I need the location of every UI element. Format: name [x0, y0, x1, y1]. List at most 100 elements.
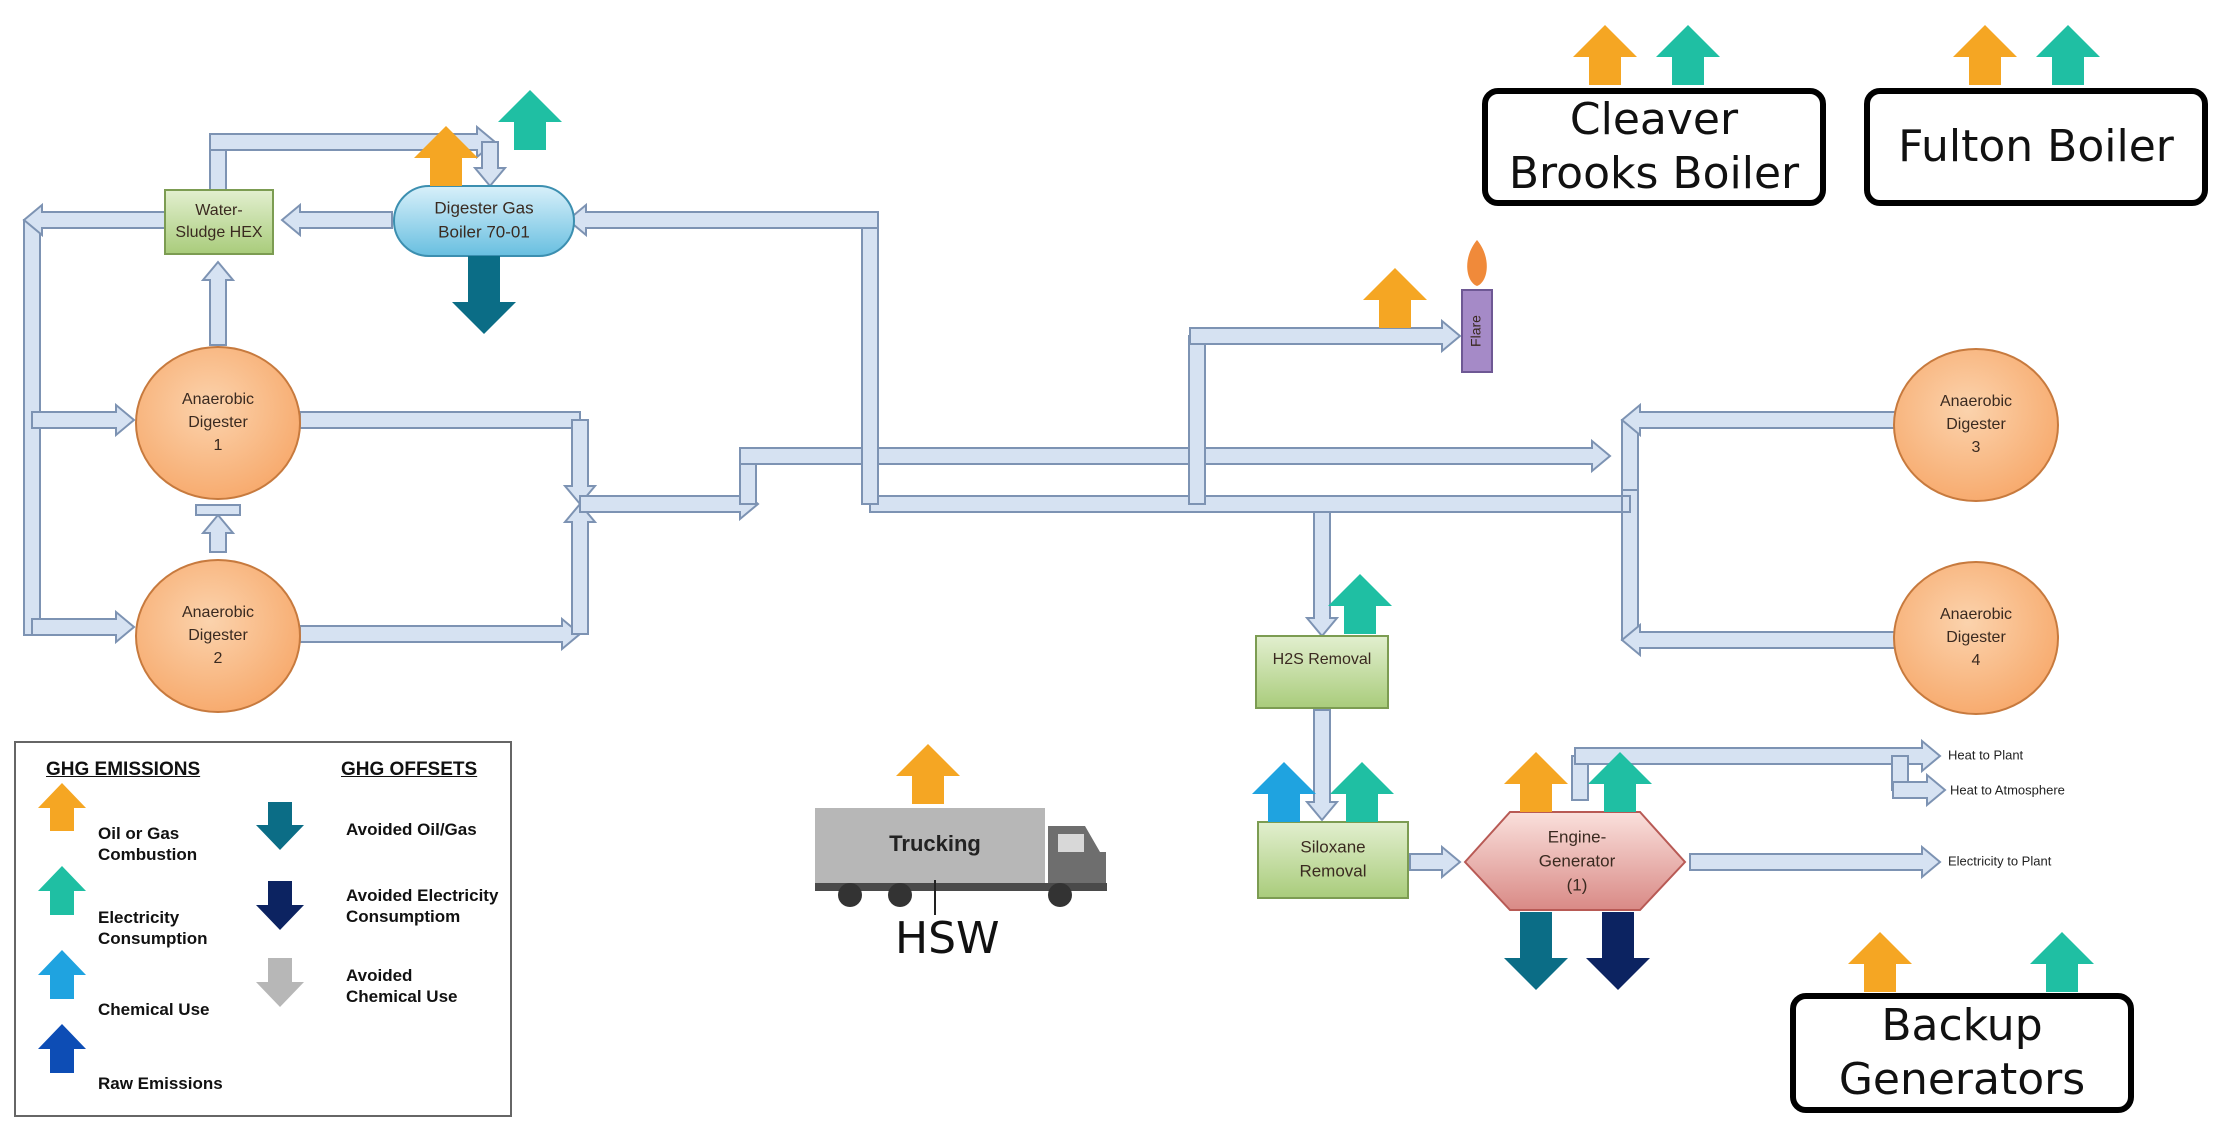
pipe-heat-to-plant	[1574, 738, 1942, 774]
engine-avoided-electricity-arrow	[1586, 912, 1650, 990]
legend-chemical-arrow	[38, 950, 86, 999]
water-sludge-hex	[164, 189, 274, 255]
pipe-to-h2s	[1304, 511, 1340, 638]
truck-wheel	[888, 883, 912, 907]
engine-generator	[1463, 811, 1687, 911]
flare	[1461, 289, 1493, 373]
legend-avoided-oil-gas-text: Avoided Oil/Gas	[346, 820, 477, 839]
cleaver-brooks-boiler-label: Cleaver Brooks Boiler	[1508, 94, 1800, 199]
h2s-removal	[1255, 635, 1389, 709]
legend-avoided-electricity-arrow	[256, 881, 304, 930]
pipe-return-up	[861, 219, 879, 505]
siloxane-electricity-arrow	[1330, 762, 1394, 822]
pipe-hex-to-left	[22, 202, 171, 238]
legend-avoided-chemical-arrow	[256, 958, 304, 1007]
engine-avoided-oil-gas-arrow	[1504, 912, 1568, 990]
truck-wheel	[838, 883, 862, 907]
truck-wheel	[1048, 883, 1072, 907]
legend-oil-gas-text: Oil or Gas Combustion	[98, 824, 198, 864]
fulton-boiler-box: Fulton Boiler	[1864, 88, 2208, 206]
trucking-label: Trucking	[889, 831, 981, 856]
legend-avoided-chemical-text: Avoided Chemical Use	[346, 966, 458, 1006]
fulton-electricity-arrow	[2036, 25, 2100, 85]
pipe-siloxane-to-engine	[1409, 844, 1462, 880]
backup-generators-box: Backup Generators	[1790, 993, 2134, 1113]
heat-to-atmosphere-label: Heat to Atmosphere	[1950, 782, 2065, 797]
engine-electricity-arrow	[1588, 752, 1652, 812]
legend-offsets-title: GHG OFFSETS	[341, 759, 478, 780]
legend-arrows	[38, 783, 304, 1073]
truck-window	[1058, 834, 1084, 852]
backup-electricity-arrow	[2030, 932, 2094, 992]
pipe-cap	[195, 504, 241, 516]
pipe-ad1-to-hex	[200, 260, 236, 346]
pipe-junction-right	[579, 486, 760, 522]
flare-flame-icon	[1467, 240, 1487, 286]
legend: GHG EMISSIONS GHG OFFSETS Oil or Gas Com…	[14, 741, 512, 1117]
boiler-oil-gas-arrow	[414, 126, 478, 186]
pipe-main-to-ad3	[739, 438, 1612, 474]
siloxane-removal	[1257, 821, 1409, 899]
anaerobic-digester-2	[135, 559, 301, 713]
pipe-top-down	[472, 141, 508, 188]
pipe-ad1-out	[299, 411, 581, 429]
engine-generator-label: Engine-Generator(1)	[1539, 827, 1616, 894]
heat-to-plant-label: Heat to Plant	[1948, 747, 2024, 762]
legend-electricity-text: Electricity Consumption	[98, 908, 208, 948]
legend-raw-text: Raw Emissions	[98, 1074, 223, 1093]
pipe-junction-down	[562, 419, 598, 506]
siloxane-chemical-arrow	[1252, 762, 1316, 822]
legend-emissions-title: GHG EMISSIONS	[46, 759, 201, 780]
boiler-electricity-arrow	[498, 90, 562, 150]
pipe-left-to-ad1	[31, 402, 136, 438]
engine-oil-gas-arrow	[1504, 752, 1568, 812]
truck-icon: Trucking	[815, 808, 1107, 915]
water-sludge-hex-label: Water-Sludge HEX	[175, 202, 262, 241]
pipe-ad4-in	[1620, 622, 1901, 658]
truck-chassis	[815, 883, 1107, 891]
pipe-h2s-to-siloxane	[1304, 709, 1340, 822]
legend-oil-gas-arrow	[38, 783, 86, 831]
legend-raw-arrow	[38, 1024, 86, 1073]
cleaver-oil-gas-arrow	[1573, 25, 1637, 85]
legend-electricity-arrow	[38, 866, 86, 915]
h2s-electricity-arrow	[1328, 574, 1392, 634]
backup-oil-gas-arrow	[1848, 932, 1912, 992]
ghg-arrows-group	[414, 25, 2100, 992]
cleaver-brooks-boiler-box: Cleaver Brooks Boiler	[1482, 88, 1826, 206]
h2s-removal-label: H2S Removal	[1273, 651, 1372, 668]
flare-label: Flare	[1468, 315, 1484, 347]
fulton-oil-gas-arrow	[1953, 25, 2017, 85]
electricity-to-plant-label: Electricity to Plant	[1948, 853, 2052, 868]
cleaver-electricity-arrow	[1656, 25, 1720, 85]
legend-chemical-text: Chemical Use	[98, 1000, 210, 1019]
pipe-heat-to-atm	[1892, 772, 1947, 808]
legend-avoided-electricity-text: Avoided Electricity Consumptiom	[346, 886, 499, 926]
digester-gas-boiler	[393, 185, 575, 257]
backup-generators-label: Backup Generators	[1838, 1000, 2086, 1105]
anaerobic-digester-3	[1893, 348, 2059, 502]
pipe-return-to-boiler	[566, 202, 879, 238]
anaerobic-digester-1	[135, 346, 301, 500]
pipe-ad2-out	[299, 616, 582, 652]
pipe-left-to-ad2	[31, 609, 136, 645]
legend-avoided-oil-gas-arrow	[256, 802, 304, 850]
hsw-label: HSW	[895, 913, 1000, 964]
pipe-return-main	[869, 495, 1631, 513]
trucking-oil-gas-arrow	[896, 744, 960, 804]
pipe-flare-up	[1188, 335, 1206, 505]
pipe-ad3-in	[1620, 402, 1901, 438]
pipe-electricity-to-plant	[1689, 844, 1942, 880]
pipe-ad2-to-ad1	[200, 513, 236, 553]
pipe-to-flare	[1189, 318, 1462, 354]
boiler-avoided-oil-gas-arrow	[452, 256, 516, 334]
pipe-junction-up	[562, 502, 598, 635]
